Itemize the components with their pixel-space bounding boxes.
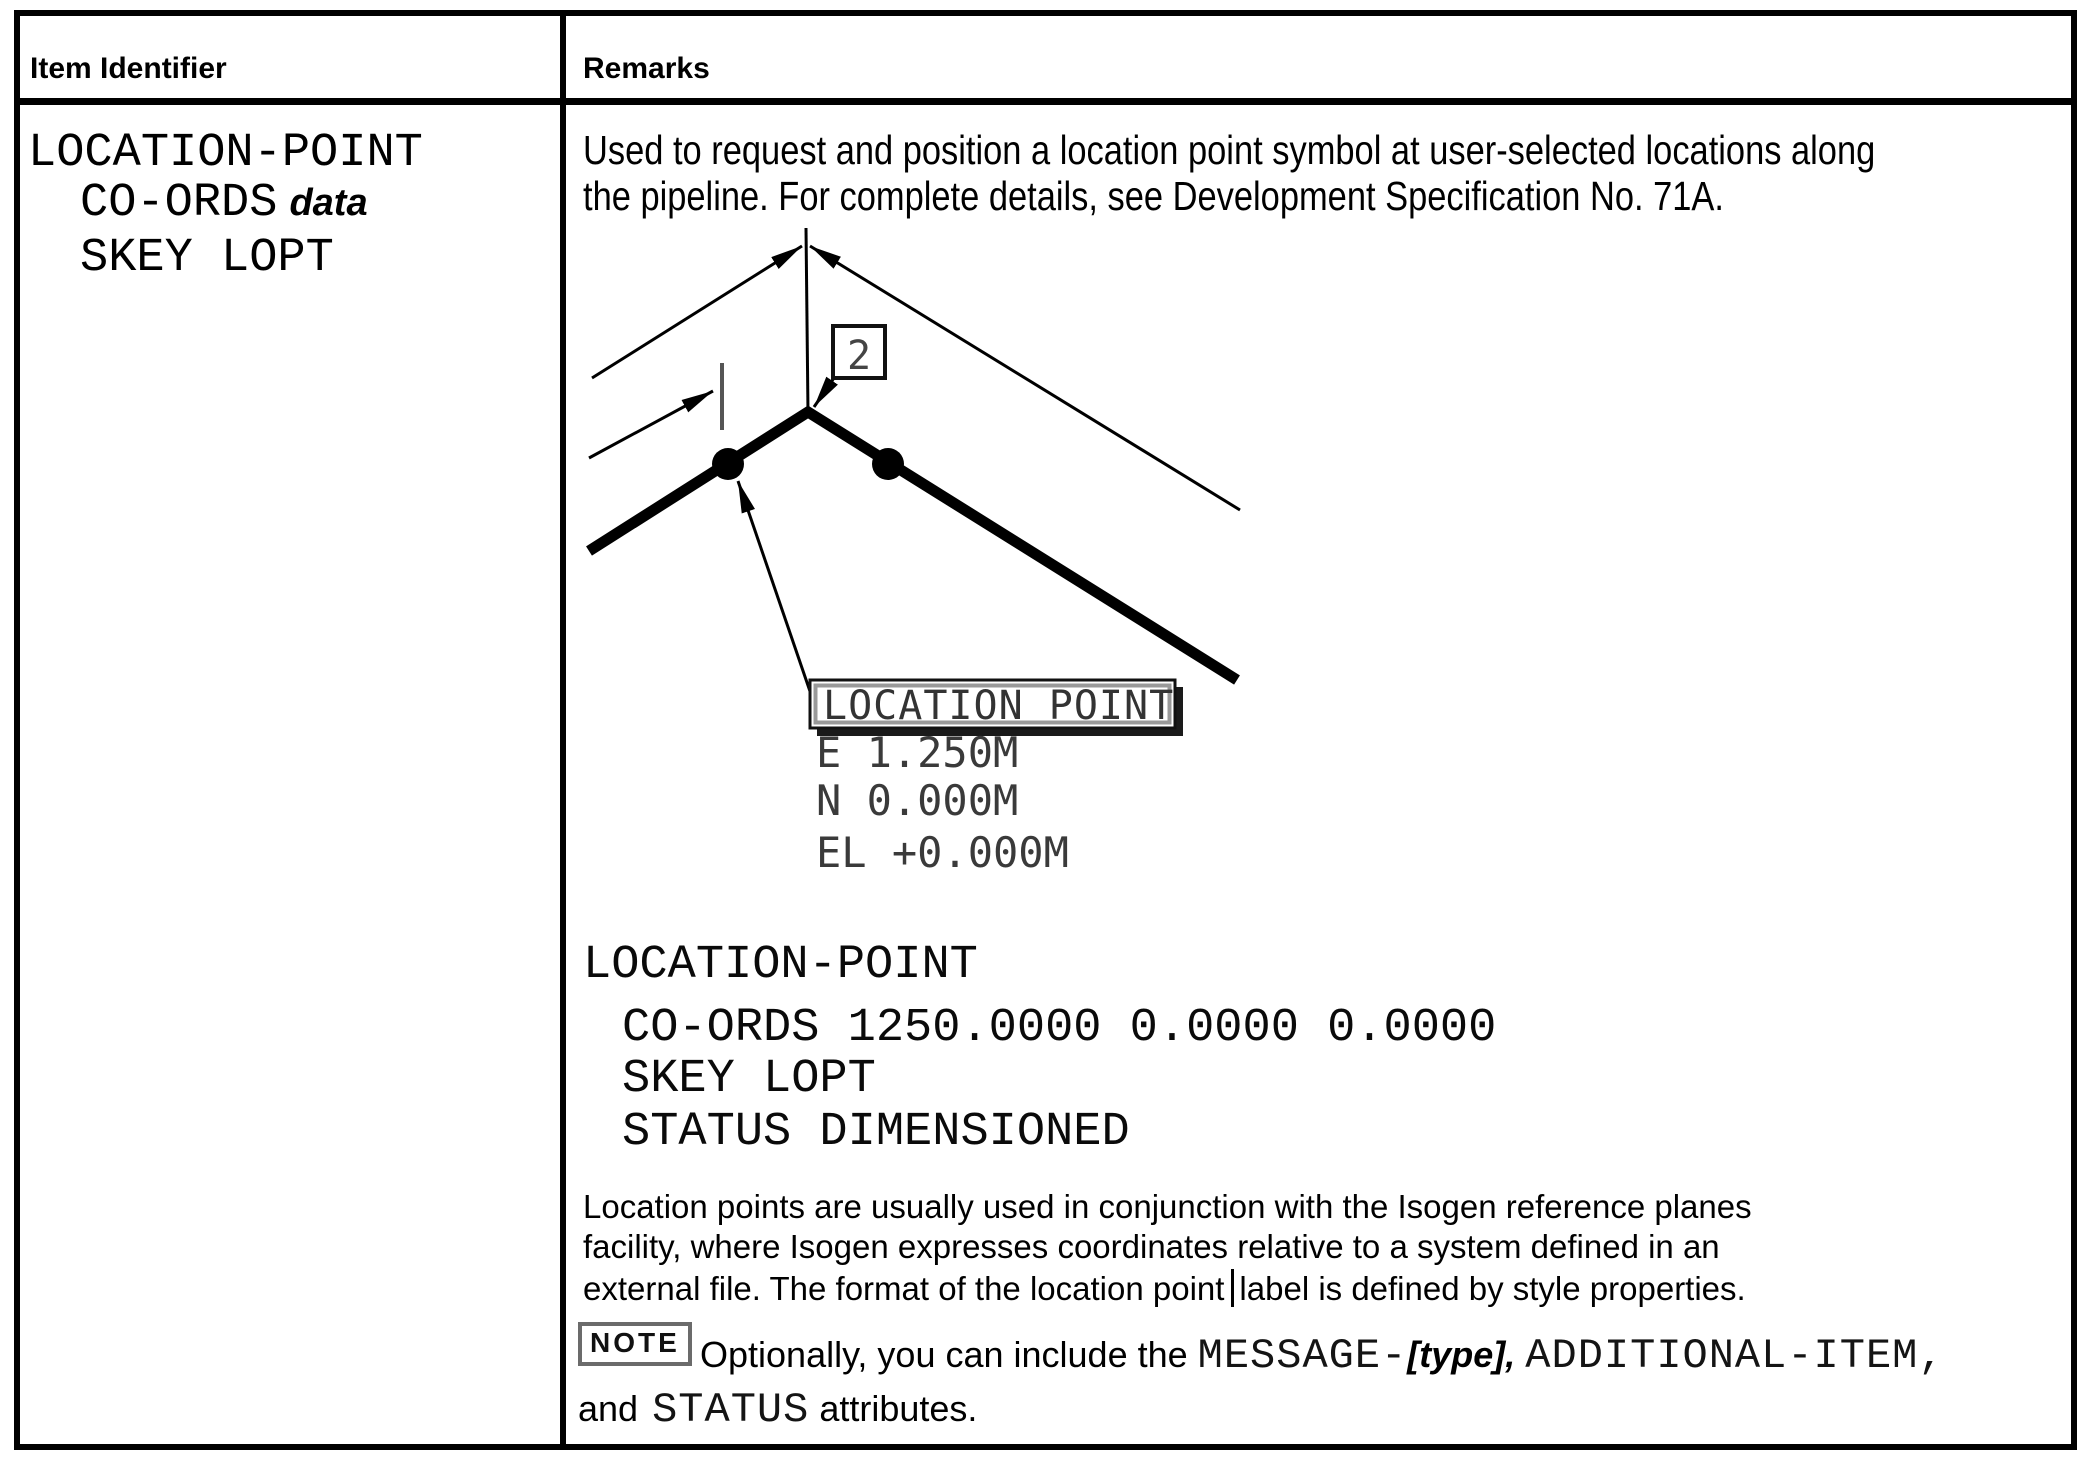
co-ords-argument: data — [289, 182, 368, 224]
label-box — [808, 678, 1177, 730]
body-line-3-after-caret: label is defined by style properties. — [1239, 1270, 1746, 1307]
label-leader-line — [736, 480, 816, 704]
item-identifier-line2: CO-ORDS data — [80, 180, 368, 227]
code-line-3: SKEY LOPT — [622, 1053, 876, 1106]
coordinate-elevation: EL +0.000M — [816, 828, 1069, 877]
note-line-2-tail: attributes. — [809, 1388, 978, 1429]
table-border — [14, 10, 2077, 1450]
dimension-vertical-line — [804, 227, 810, 414]
note-line-1: Optionally, you can include the MESSAGE-… — [700, 1332, 1945, 1380]
coordinate-northing: N 0.000M — [816, 776, 1018, 825]
dimension-line-upper-left — [591, 244, 803, 380]
item-identifier-line3: SKEY LOPT — [80, 232, 334, 285]
note-line-2-text: and — [578, 1388, 639, 1429]
body-line-3: external file. The format of the locatio… — [583, 1269, 1746, 1308]
body-line-3-before-caret: external file. The format of the locatio… — [583, 1270, 1225, 1307]
intro-line-1: Used to request and position a location … — [583, 127, 1876, 173]
dimension-line-lower-left — [588, 389, 714, 460]
location-point-diagram: 2 LOCATION POINT E 1.250M N 0.000M EL +0… — [586, 227, 1241, 877]
note-line-2: and STATUS attributes. — [578, 1386, 977, 1434]
body-line-2: facility, where Isogen expresses coordin… — [583, 1228, 1720, 1265]
note-message-attribute: MESSAGE- — [1197, 1332, 1408, 1380]
code-line-2: CO-ORDS 1250.0000 0.0000 0.0000 — [622, 1002, 1497, 1055]
body-line-1: Location points are usually used in conj… — [583, 1188, 1752, 1225]
point-number-label: 2 — [847, 333, 871, 379]
column-divider — [560, 10, 566, 1450]
point-2-leader-line — [812, 374, 838, 408]
coordinate-easting: E 1.250M — [816, 728, 1018, 777]
text-cursor — [1231, 1269, 1235, 1307]
note-additional-item-attribute: ADDITIONAL-ITEM, — [1525, 1332, 1945, 1380]
location-point-dot-left — [712, 448, 744, 480]
note-line-1-text: Optionally, you can include the — [700, 1334, 1198, 1375]
column-header-item-identifier: Item Identifier — [30, 52, 227, 85]
note-type-placeholder: [type], — [1407, 1334, 1516, 1375]
location-point-dot-right — [872, 448, 904, 480]
note-badge: NOTE — [578, 1322, 692, 1366]
header-divider — [14, 98, 2077, 105]
note-status-attribute: STATUS — [652, 1386, 810, 1434]
code-line-1: LOCATION-POINT — [583, 939, 978, 992]
pipeline — [586, 405, 1240, 685]
item-identifier-line1: LOCATION-POINT — [28, 127, 423, 180]
point-2-box — [831, 324, 887, 380]
co-ords-keyword: CO-ORDS — [80, 177, 278, 230]
label-box-text: LOCATION POINT — [823, 683, 1174, 729]
label-box-inner-border — [813, 683, 1172, 725]
column-header-remarks: Remarks — [583, 52, 710, 85]
dimension-line-upper-right — [809, 244, 1241, 512]
code-line-4: STATUS DIMENSIONED — [622, 1106, 1130, 1159]
intro-line-2: the pipeline. For complete details, see … — [583, 173, 1724, 219]
